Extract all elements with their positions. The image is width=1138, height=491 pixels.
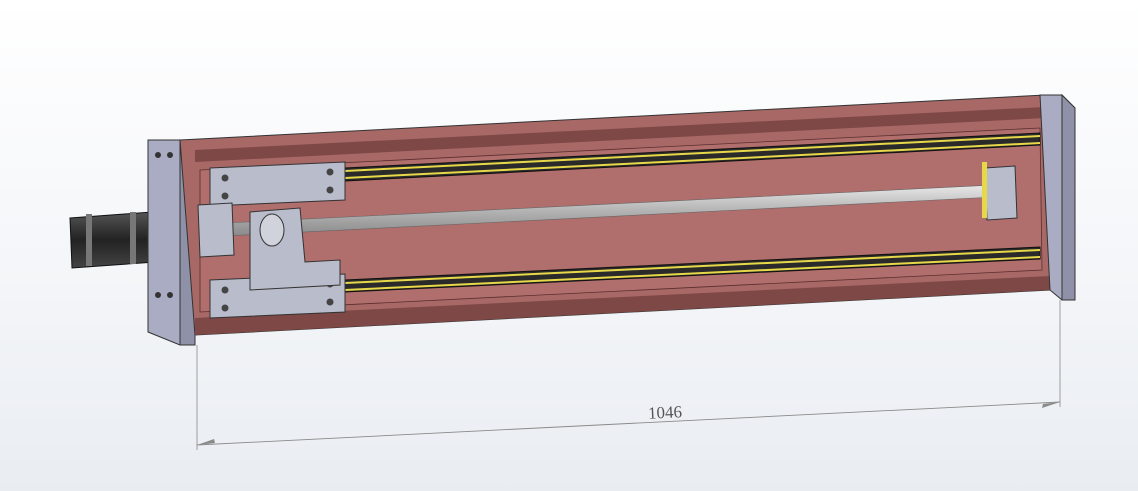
length-dimension[interactable]: 1046 [196, 300, 1061, 450]
right-end-plate[interactable] [1039, 93, 1076, 301]
lower-linear-rail[interactable] [344, 246, 1041, 293]
screw-nut-mount[interactable] [249, 207, 341, 291]
right-bearing-block[interactable] [982, 162, 1018, 221]
upper-carriage-block[interactable] [209, 161, 346, 207]
dimension-value[interactable]: 1046 [648, 402, 683, 423]
left-bearing-block[interactable] [197, 202, 235, 258]
dimension-line [196, 401, 1061, 446]
arrowhead-left [197, 439, 215, 445]
arrowhead-right [1042, 402, 1060, 408]
upper-linear-rail[interactable] [344, 132, 1041, 182]
